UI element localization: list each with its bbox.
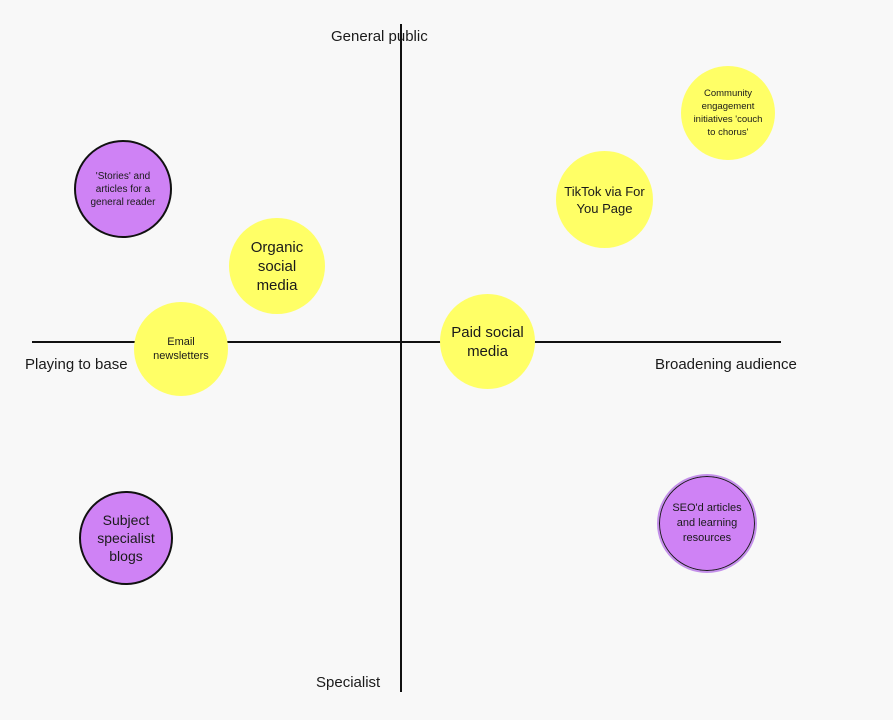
bubble-subject-specialist-blogs[interactable]: Subject specialist blogs [79,491,173,585]
bubble-paid-social-media[interactable]: Paid social media [440,294,535,389]
bubble-label: TikTok via For You Page [564,183,645,216]
bubble-tiktok-for-you-page[interactable]: TikTok via For You Page [556,151,653,248]
bubble-label: Community engagement initiatives 'couch … [693,88,763,138]
axis-label-right: Broadening audience [655,356,797,373]
axis-label-bottom: Specialist [316,674,381,691]
vertical-axis [400,24,402,692]
bubble-community-engagement[interactable]: Community engagement initiatives 'couch … [681,66,775,160]
bubble-organic-social-media[interactable]: Organic social media [229,218,325,314]
axis-label-top: General public [331,28,428,45]
horizontal-axis [32,341,781,343]
bubble-seo-articles[interactable]: SEO'd articles and learning resources [657,474,757,573]
bubble-label: Organic social media [250,238,304,294]
bubble-stories-articles[interactable]: 'Stories' and articles for a general rea… [74,140,172,238]
bubble-label: SEO'd articles and learning resources [672,502,742,544]
bubble-label: Subject specialist blogs [97,512,155,564]
bubble-label: Paid social media [451,323,524,360]
axis-label-left: Playing to base [25,356,128,373]
bubble-email-newsletters[interactable]: Email newsletters [134,302,228,396]
bubble-label: Email newsletters [153,336,209,362]
bubble-label: 'Stories' and articles for a general rea… [90,170,156,208]
